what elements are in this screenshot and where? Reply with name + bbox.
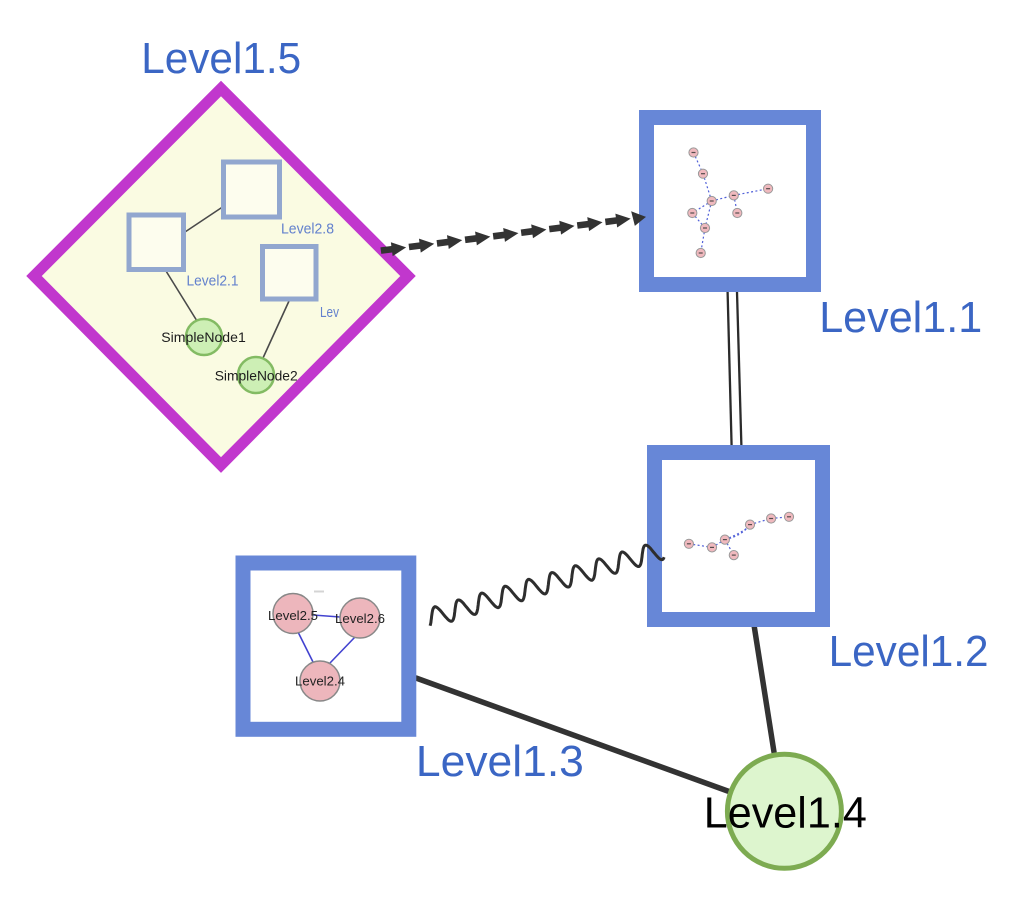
svg-text:Level1.3: Level1.3	[416, 737, 584, 786]
svg-text:Level1.2: Level1.2	[829, 627, 989, 676]
svg-text:Level2.5: Level2.5	[268, 608, 318, 623]
svg-text:Level1.4: Level1.4	[704, 789, 867, 838]
svg-text:Level2.8: Level2.8	[281, 220, 334, 237]
svg-text:SimpleNode2: SimpleNode2	[215, 368, 298, 384]
svg-text:Level2.1: Level2.1	[187, 273, 239, 290]
svg-text:Level2.4: Level2.4	[295, 674, 345, 689]
svg-text:Lev: Lev	[320, 304, 339, 321]
svg-text:SimpleNode1: SimpleNode1	[161, 329, 246, 345]
svg-text:Level2.6: Level2.6	[335, 611, 385, 626]
svg-text:Level1.5: Level1.5	[141, 34, 301, 83]
svg-text:Level1.1: Level1.1	[819, 293, 982, 342]
